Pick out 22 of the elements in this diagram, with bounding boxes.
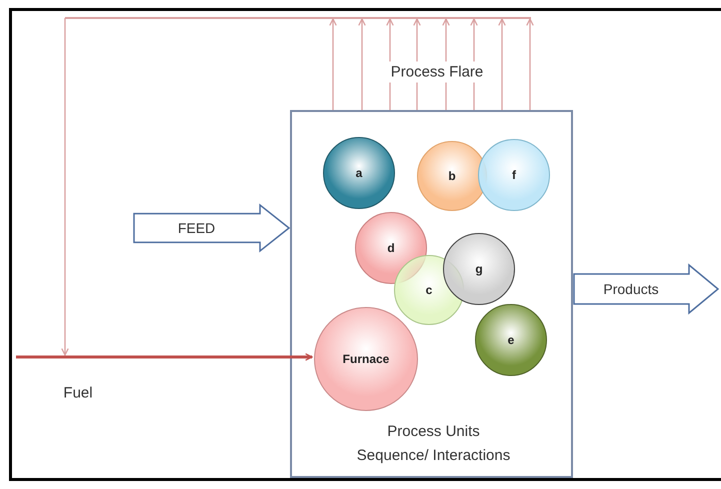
unit-label: d (387, 241, 395, 255)
box-caption: Process Units Sequence/ Interactions (356, 422, 512, 466)
flare-arrow (358, 18, 366, 110)
unit-label: g (475, 262, 483, 276)
unit-label: a (356, 166, 362, 180)
unit-label: Furnace (342, 352, 390, 366)
process-unit-circle (394, 255, 464, 325)
flare-arrow (526, 18, 534, 110)
flare-header-line (65, 17, 531, 19)
unit-label: b (448, 169, 456, 183)
unit-label: e (508, 333, 514, 347)
unit-label: f (512, 168, 516, 182)
flare-arrow (61, 18, 69, 356)
flare-arrow (329, 18, 337, 110)
arrow-label: FEED (178, 220, 216, 236)
block-arrow (133, 204, 290, 252)
flare-arrow (498, 18, 506, 110)
arrow-label: Products (603, 281, 659, 297)
process-units-box (290, 110, 573, 478)
unit-label: c (426, 283, 432, 297)
fuel-line (16, 353, 313, 361)
block-arrow (573, 264, 719, 314)
